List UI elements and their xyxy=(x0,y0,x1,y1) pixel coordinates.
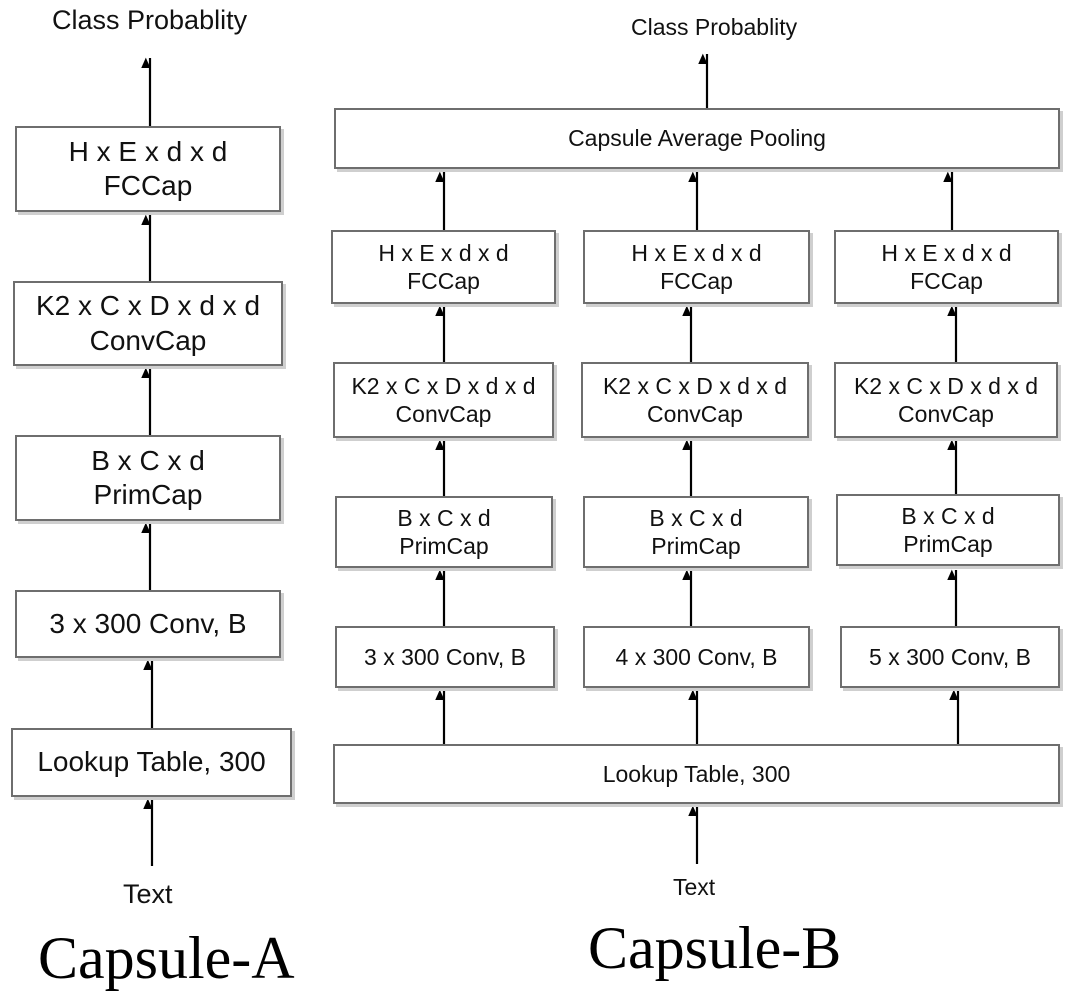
capsule-b-lookup-box: Lookup Table, 300 xyxy=(333,744,1060,804)
capsule-b-branch-2-primcap-dims: B x C x d xyxy=(649,504,743,531)
capsule-b-branch-3-primcap-box: B x C x d PrimCap xyxy=(836,494,1060,566)
capsule-b-branch-2-conv-label: 4 x 300 Conv, B xyxy=(615,643,778,670)
capsule-a-primcap-dims: B x C x d xyxy=(91,444,205,476)
capsule-b-branch-2-conv-box: 4 x 300 Conv, B xyxy=(583,626,810,688)
capsule-b-branch-1-primcap-name: PrimCap xyxy=(399,533,489,559)
capsule-b-branch-1-fccap-dims: H x E x d x d xyxy=(378,239,509,266)
capsule-a-fccap-name: FCCap xyxy=(103,170,193,201)
capsule-b-branch-1-convcap-box: K2 x C x D x d x d ConvCap xyxy=(333,362,554,438)
capsule-b-branch-3-fccap-name: FCCap xyxy=(910,268,983,294)
capsule-b-branch-3-conv-label: 5 x 300 Conv, B xyxy=(869,643,1031,670)
capsule-b-branch-3-conv-box: 5 x 300 Conv, B xyxy=(840,626,1060,688)
capsule-b-branch-2-primcap-name: PrimCap xyxy=(651,533,741,559)
capsule-b-branch-2-convcap-box: K2 x C x D x d x d ConvCap xyxy=(581,362,809,438)
capsule-b-branch-1-fccap-box: H x E x d x d FCCap xyxy=(331,230,556,304)
capsule-b-branch-3-convcap-name: ConvCap xyxy=(898,401,994,427)
capsule-a-primcap-name: PrimCap xyxy=(93,479,203,510)
capsule-a-input-label: Text xyxy=(123,879,173,909)
capsule-a-convcap-name: ConvCap xyxy=(89,324,207,356)
capsule-a-fccap-dims: H x E x d x d xyxy=(68,135,228,167)
capsule-b-pooling-box: Capsule Average Pooling xyxy=(334,108,1060,169)
capsule-b-branch-1-convcap-name: ConvCap xyxy=(395,401,492,427)
capsule-b-branch-2-primcap-box: B x C x d PrimCap xyxy=(583,496,809,568)
capsule-a-primcap-box: B x C x d PrimCap xyxy=(15,435,281,521)
capsule-b-lookup-label: Lookup Table, 300 xyxy=(602,760,791,787)
capsule-b-branch-1-conv-label: 3 x 300 Conv, B xyxy=(364,643,526,670)
capsule-b-branch-2-fccap-dims: H x E x d x d xyxy=(631,239,762,266)
capsule-b-pooling-label: Capsule Average Pooling xyxy=(568,125,826,152)
capsule-a-output-label: Class Probablity xyxy=(52,5,248,35)
capsule-b-input-label: Text xyxy=(673,874,716,900)
capsule-b-branch-2-convcap-dims: K2 x C x D x d x d xyxy=(602,372,788,399)
capsule-a-convcap-dims: K2 x C x D x d x d xyxy=(35,290,261,322)
capsule-b-branch-1-conv-box: 3 x 300 Conv, B xyxy=(335,626,555,688)
capsule-b-branch-1-fccap-name: FCCap xyxy=(407,268,480,294)
capsule-a-convcap-box: K2 x C x D x d x d ConvCap xyxy=(13,281,283,366)
capsule-b-branch-3-fccap-box: H x E x d x d FCCap xyxy=(834,230,1059,304)
capsule-b-branch-3-primcap-name: PrimCap xyxy=(903,531,993,557)
capsule-b-branch-2-fccap-name: FCCap xyxy=(660,268,733,294)
capsule-b-caption: Capsule-B xyxy=(588,915,842,981)
capsule-b-branch-3-convcap-dims: K2 x C x D x d x d xyxy=(853,372,1039,399)
capsule-a-conv-label: 3 x 300 Conv, B xyxy=(49,607,247,639)
capsule-b-branch-2-fccap-box: H x E x d x d FCCap xyxy=(583,230,810,304)
capsule-a-lookup-box: Lookup Table, 300 xyxy=(11,728,292,797)
capsule-b-branch-1-primcap-dims: B x C x d xyxy=(397,504,491,531)
capsule-b-branch-3-fccap-dims: H x E x d x d xyxy=(881,239,1012,266)
capsule-a-caption: Capsule-A xyxy=(38,925,295,991)
capsule-b-branch-1-primcap-box: B x C x d PrimCap xyxy=(335,496,553,568)
capsule-b-branch-2-convcap-name: ConvCap xyxy=(647,401,743,427)
capsule-b-branch-1-convcap-dims: K2 x C x D x d x d xyxy=(351,372,536,399)
capsule-a-conv-box: 3 x 300 Conv, B xyxy=(15,590,281,658)
capsule-b-branch-3-convcap-box: K2 x C x D x d x d ConvCap xyxy=(834,362,1058,438)
capsule-b-branch-3-primcap-dims: B x C x d xyxy=(901,502,995,529)
capsule-a-lookup-label: Lookup Table, 300 xyxy=(37,746,266,778)
capsule-b-output-label: Class Probablity xyxy=(631,14,798,40)
capsule-a-fccap-box: H x E x d x d FCCap xyxy=(15,126,281,212)
